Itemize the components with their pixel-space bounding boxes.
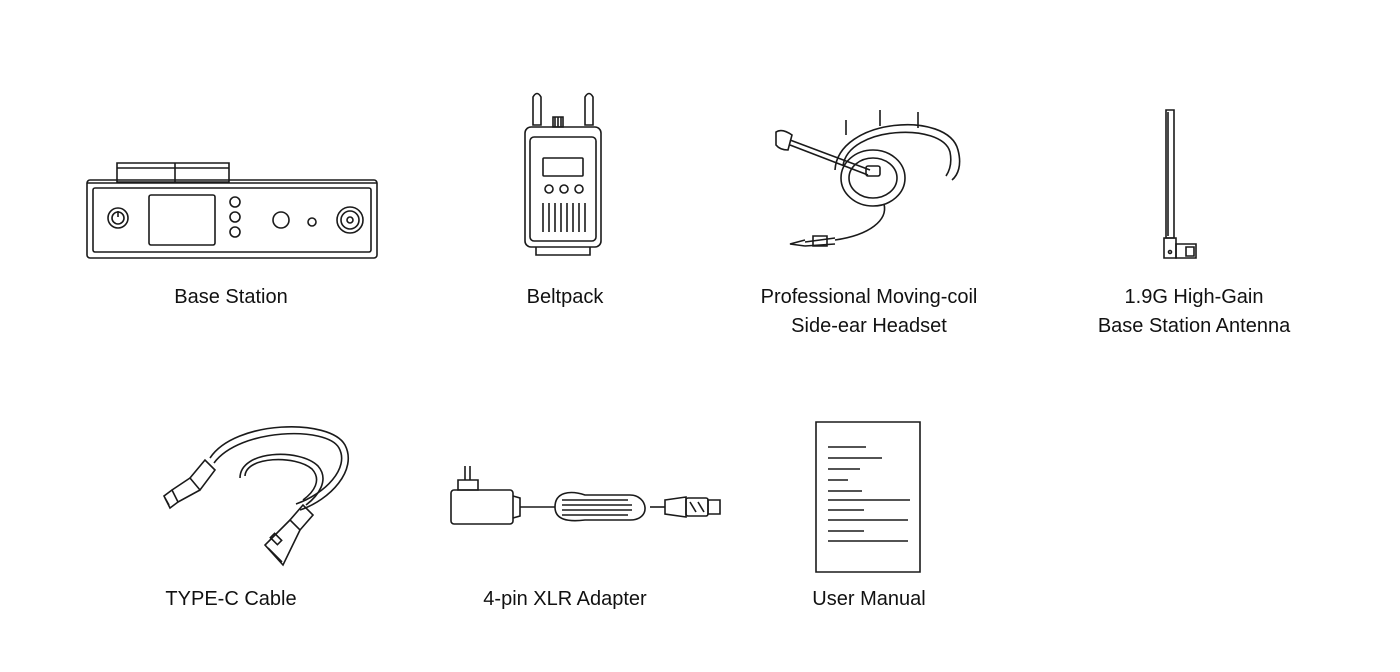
user-manual-caption: User Manual bbox=[812, 585, 925, 614]
beltpack-caption-line-1: Beltpack bbox=[526, 286, 604, 308]
headset-caption-line-1: Professional Moving-coil bbox=[760, 286, 978, 308]
headset-caption-line-2: Side-ear Headset bbox=[791, 315, 947, 337]
antenna-caption: 1.9G High-Gain Base Station Antenna bbox=[1098, 283, 1290, 341]
antenna-caption-line-1: 1.9G High-Gain bbox=[1124, 286, 1264, 308]
base-station-caption-line-1: Base Station bbox=[174, 286, 288, 308]
type-c-cable-caption: TYPE-C Cable bbox=[165, 585, 296, 614]
user-manual-caption-line-1: User Manual bbox=[812, 588, 926, 610]
beltpack-caption: Beltpack bbox=[527, 283, 604, 312]
base-station-caption: Base Station bbox=[174, 283, 287, 312]
type-c-cable-caption-line-1: TYPE-C Cable bbox=[165, 588, 297, 610]
xlr-adapter-caption: 4-pin XLR Adapter bbox=[483, 585, 646, 614]
antenna-caption-line-2: Base Station Antenna bbox=[1097, 315, 1291, 337]
headset-caption: Professional Moving-coil Side-ear Headse… bbox=[761, 283, 978, 341]
xlr-adapter-caption-line-1: 4-pin XLR Adapter bbox=[483, 588, 647, 610]
